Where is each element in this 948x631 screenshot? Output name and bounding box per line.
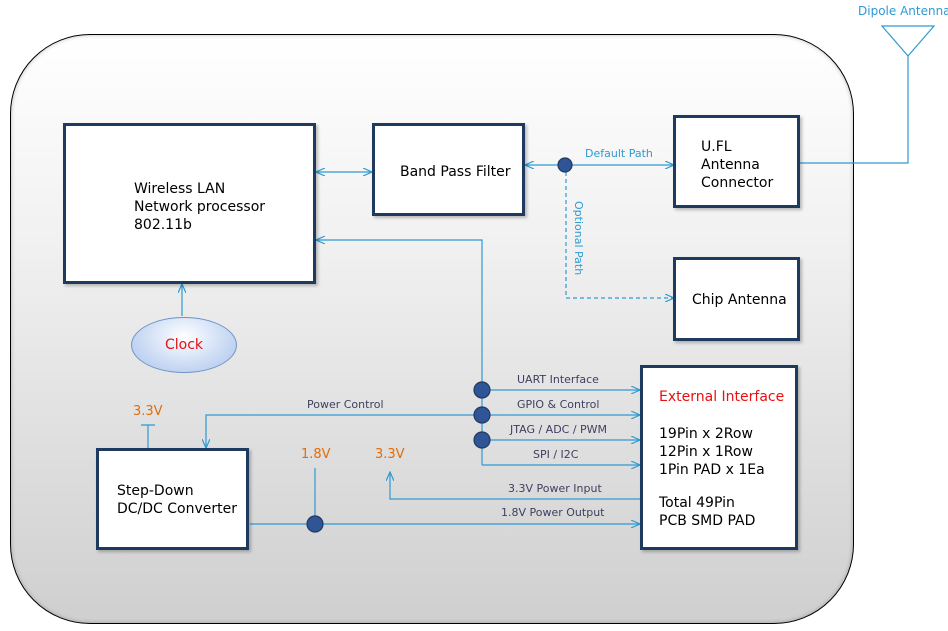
chip-antenna-block: Chip Antenna bbox=[673, 257, 800, 341]
v18-label: 1.8V bbox=[301, 447, 331, 462]
external-interface-title: External Interface bbox=[659, 389, 785, 405]
jtag-node bbox=[473, 431, 491, 449]
uart-interface-label: UART Interface bbox=[517, 373, 599, 386]
power-control-label: Power Control bbox=[307, 398, 384, 411]
optional-path-label: Optional Path bbox=[572, 201, 585, 276]
v33-left-tap bbox=[141, 424, 155, 448]
chip-antenna-label: Chip Antenna bbox=[692, 292, 787, 308]
dipole-antenna-label: Dipole Antenna bbox=[858, 4, 948, 18]
rf-junction-node bbox=[557, 157, 573, 173]
gpio-node bbox=[473, 406, 491, 424]
external-interface-block: External Interface 19Pin x 2Row 12Pin x … bbox=[640, 365, 798, 550]
jtag-adc-pwm-label: JTAG / ADC / PWM bbox=[510, 423, 608, 436]
wlan-processor-label: Wireless LAN Network processor 802.11b bbox=[134, 181, 266, 233]
step-down-converter-label: Step-Down DC/DC Converter bbox=[117, 483, 238, 517]
default-path-label: Default Path bbox=[585, 147, 653, 160]
power-input-label: 3.3V Power Input bbox=[508, 482, 602, 495]
v33-left-label: 3.3V bbox=[133, 404, 163, 419]
wlan-processor-block: Wireless LAN Network processor 802.11b bbox=[63, 123, 316, 284]
bus-wlan-link bbox=[316, 240, 483, 465]
external-interface-pins: 19Pin x 2Row 12Pin x 1Row 1Pin PAD x 1Ea bbox=[659, 426, 765, 478]
band-pass-filter-label: Band Pass Filter bbox=[400, 164, 511, 180]
spi-i2c-label: SPI / I2C bbox=[533, 448, 579, 461]
gpio-control-label: GPIO & Control bbox=[517, 398, 600, 411]
clock-label: Clock bbox=[164, 337, 204, 353]
step-down-converter-block: Step-Down DC/DC Converter bbox=[96, 448, 249, 550]
power-junction-node bbox=[306, 515, 324, 533]
dipole-antenna-icon bbox=[800, 25, 936, 164]
power-output-label: 1.8V Power Output bbox=[501, 506, 605, 519]
v33-mid-label: 3.3V bbox=[375, 447, 405, 462]
band-pass-filter-block: Band Pass Filter bbox=[372, 123, 525, 216]
ufl-connector-block: U.FL Antenna Connector bbox=[673, 115, 800, 208]
power-control-line bbox=[206, 414, 482, 448]
clock-block: Clock bbox=[131, 317, 237, 373]
ufl-connector-label: U.FL Antenna Connector bbox=[701, 139, 774, 191]
uart-node bbox=[473, 381, 491, 399]
external-interface-total: Total 49Pin PCB SMD PAD bbox=[659, 495, 756, 529]
power-input-line bbox=[390, 472, 640, 500]
optional-path-line bbox=[565, 172, 674, 298]
